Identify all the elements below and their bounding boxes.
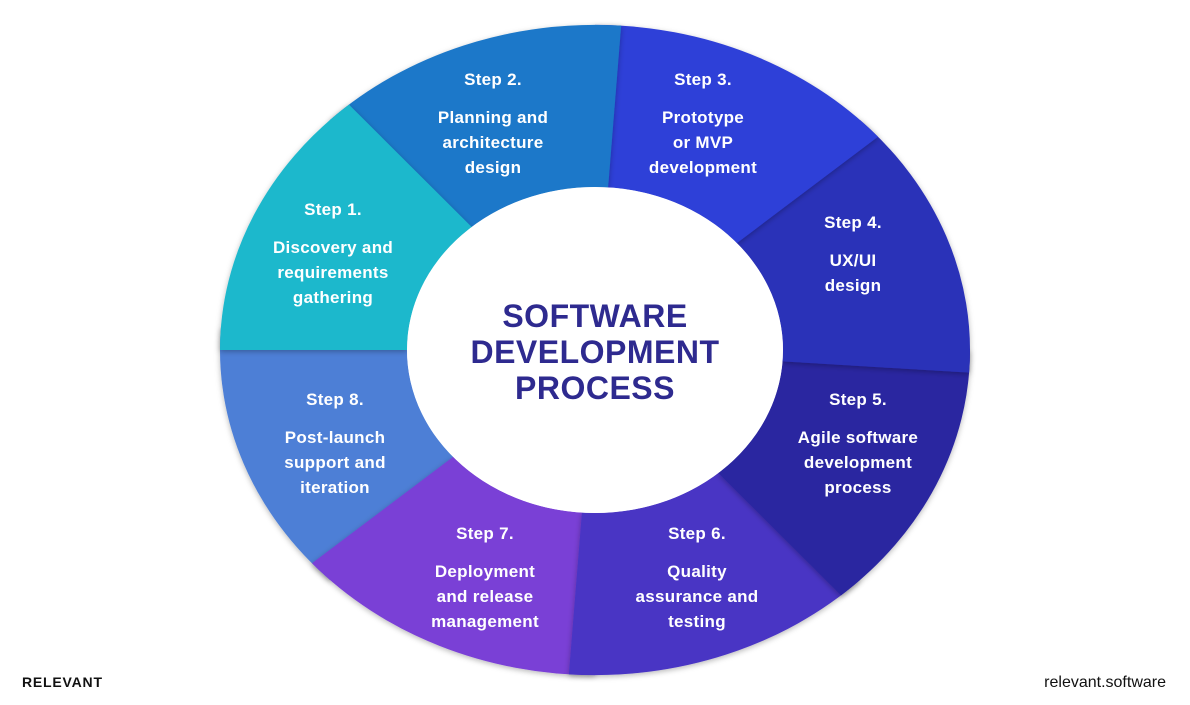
step-6-number: Step 6. [668,524,726,543]
ring-segment-step-5 [718,350,970,596]
diagram-title: SOFTWARE DEVELOPMENT PROCESS [445,298,745,406]
center-circle [407,187,783,513]
ring-segment-step-7 [311,456,595,676]
brand-logo-text: RELEVANT [22,674,103,690]
step-1-number: Step 1. [304,200,362,219]
ring-segment-step-3 [595,24,879,244]
step-2-number: Step 2. [464,70,522,89]
diagram-title-line-2: DEVELOPMENT [470,334,720,370]
step-4-number: Step 4. [824,213,882,232]
step-3-number: Step 3. [674,70,732,89]
step-8-number: Step 8. [306,390,364,409]
website-domain: relevant.software [1044,674,1166,691]
step-5-number: Step 5. [829,390,887,409]
diagram-title-line-1: SOFTWARE [502,298,688,334]
step-7-number: Step 7. [456,524,514,543]
ring-segment-step-1 [220,104,472,351]
diagram-title-line-3: PROCESS [515,370,675,406]
